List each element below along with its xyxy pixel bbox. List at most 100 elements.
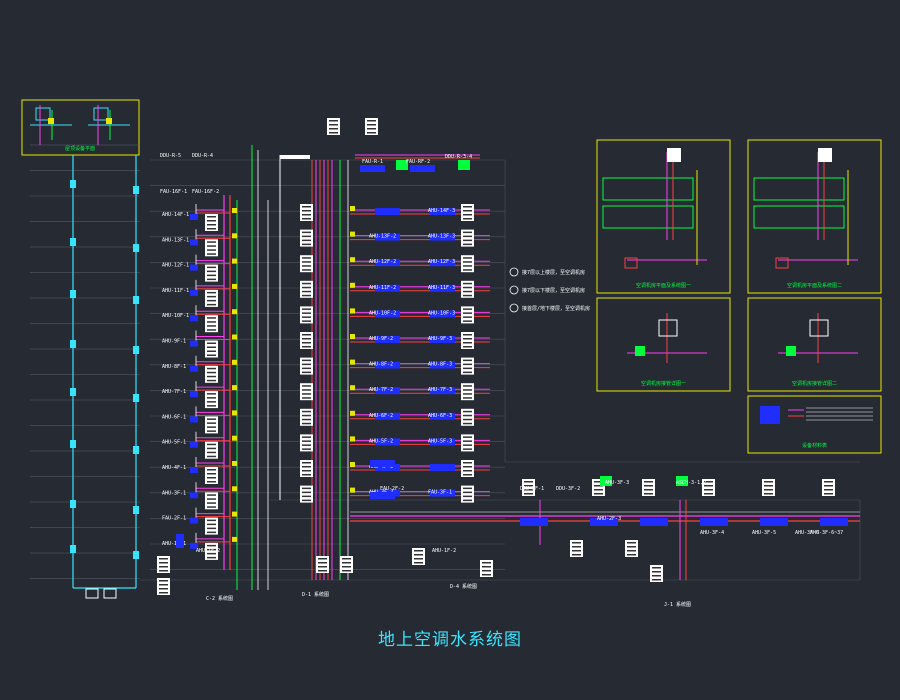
left-floor-unit: AHU-3F-1 [162,482,237,510]
unit-label-right: AHU-8F-3 [428,362,452,368]
riser-marker [70,500,76,508]
equipment-slot [524,489,533,491]
left-floor-unit: FAU-2F-1 [162,507,237,535]
equipment-slot [302,462,311,464]
unit-label: AHU-13F-1 [162,237,189,243]
equipment-slot [463,290,472,293]
coil-unit [430,361,455,369]
coil-unit [430,284,455,292]
equipment-slot [207,477,216,479]
coil-unit [590,518,618,526]
detail-frame-1 [596,139,731,294]
equipment-slot [302,312,311,314]
equipment-slot [482,574,491,576]
riser-marker [70,180,76,188]
room-outline [753,177,845,201]
legend-text: 接7层以上楼层，至空调机房 [522,269,585,276]
equipment-slot [644,481,653,483]
equipment-slot [627,550,636,552]
equipment-slot [644,493,653,495]
equipment-slot [463,491,472,494]
equipment-slot [463,474,472,476]
equipment-slot [207,303,216,306]
equipment-slot [463,444,472,446]
system-label: J-1 系统图 [664,601,691,608]
equipment-slot [463,312,472,314]
equipment-green [676,476,688,486]
equipment-slot [302,261,311,263]
equipment-slot [463,470,472,472]
equipment-slot [207,422,216,424]
equipment-slot [318,570,327,572]
equipment-slot [207,531,216,534]
coil-unit [375,464,400,471]
detail-frame-2 [747,139,882,294]
valve-marker [232,511,237,517]
equipment-slot [302,218,311,220]
equipment-slot [463,294,472,297]
valve-marker [232,359,237,365]
equipment-slot [302,338,311,340]
coil-unit [190,467,198,473]
equipment-slot [302,239,311,242]
unit-label: AHU-1F-2 [196,548,220,554]
equipment-slot [463,206,472,208]
equipment-slot [302,282,311,285]
equipment-slot [302,286,311,289]
detail-frame-4 [747,297,882,392]
coil-unit [430,336,455,343]
detail-panel-content: 空调机房平面及系统图一 [602,148,707,289]
equipment-block [461,306,474,324]
coil-unit [190,365,198,372]
equipment-slot [524,485,533,487]
equipment-slot [463,440,472,442]
valve-marker [350,487,355,493]
equipment-slot [463,235,472,238]
left-floor-unit: AHU-6F-1 [162,406,237,434]
unit-label-left: AHU-8F-2 [369,362,393,368]
riser-marker [133,186,139,194]
equipment-slot [704,481,713,483]
bottom-unit-label: DDU-3F-2 [556,486,580,492]
equipment-slot [207,228,216,230]
panel-caption: 空调机房接管详图一 [641,380,686,387]
equipment-block [461,280,474,298]
equipment-slot [482,562,491,564]
equipment-slot [207,556,216,559]
valve-marker [232,536,237,542]
valve-marker [232,334,237,340]
equipment-slot [302,393,311,395]
equipment-slot [207,371,216,374]
coil-unit [410,165,435,172]
detail-panel-content: 空调机房接管详图二 [778,313,858,387]
equipment-slot [463,367,472,370]
unit-label: AHU-10F-1 [162,313,189,319]
equipment-slot [764,485,773,487]
equipment-slot [302,363,311,366]
unit-label-right: AHU-13F-3 [428,234,455,240]
equipment-slot [652,579,661,581]
equipment-slot [302,436,311,438]
equipment-slot [207,397,216,399]
equipment-slot [207,473,216,475]
equipment-slot [207,548,216,551]
equipment-slot [463,448,472,450]
equipment-block [461,434,474,452]
coil-unit [190,492,198,499]
valve-marker [350,308,355,314]
equipment-block [205,239,218,257]
right-floor-unit: AHU-8F-2 AHU-8F-3 [300,357,490,375]
valve-marker [232,461,237,466]
equipment-slot [207,216,216,218]
equipment-block [461,408,474,426]
equipment-block [300,408,313,426]
equipment-slot [644,485,653,487]
equipment-block [461,383,474,401]
equipment-slot [207,291,216,294]
left-floor-unit: AHU-12F-1 [162,254,237,282]
equipment-slot [572,542,581,544]
